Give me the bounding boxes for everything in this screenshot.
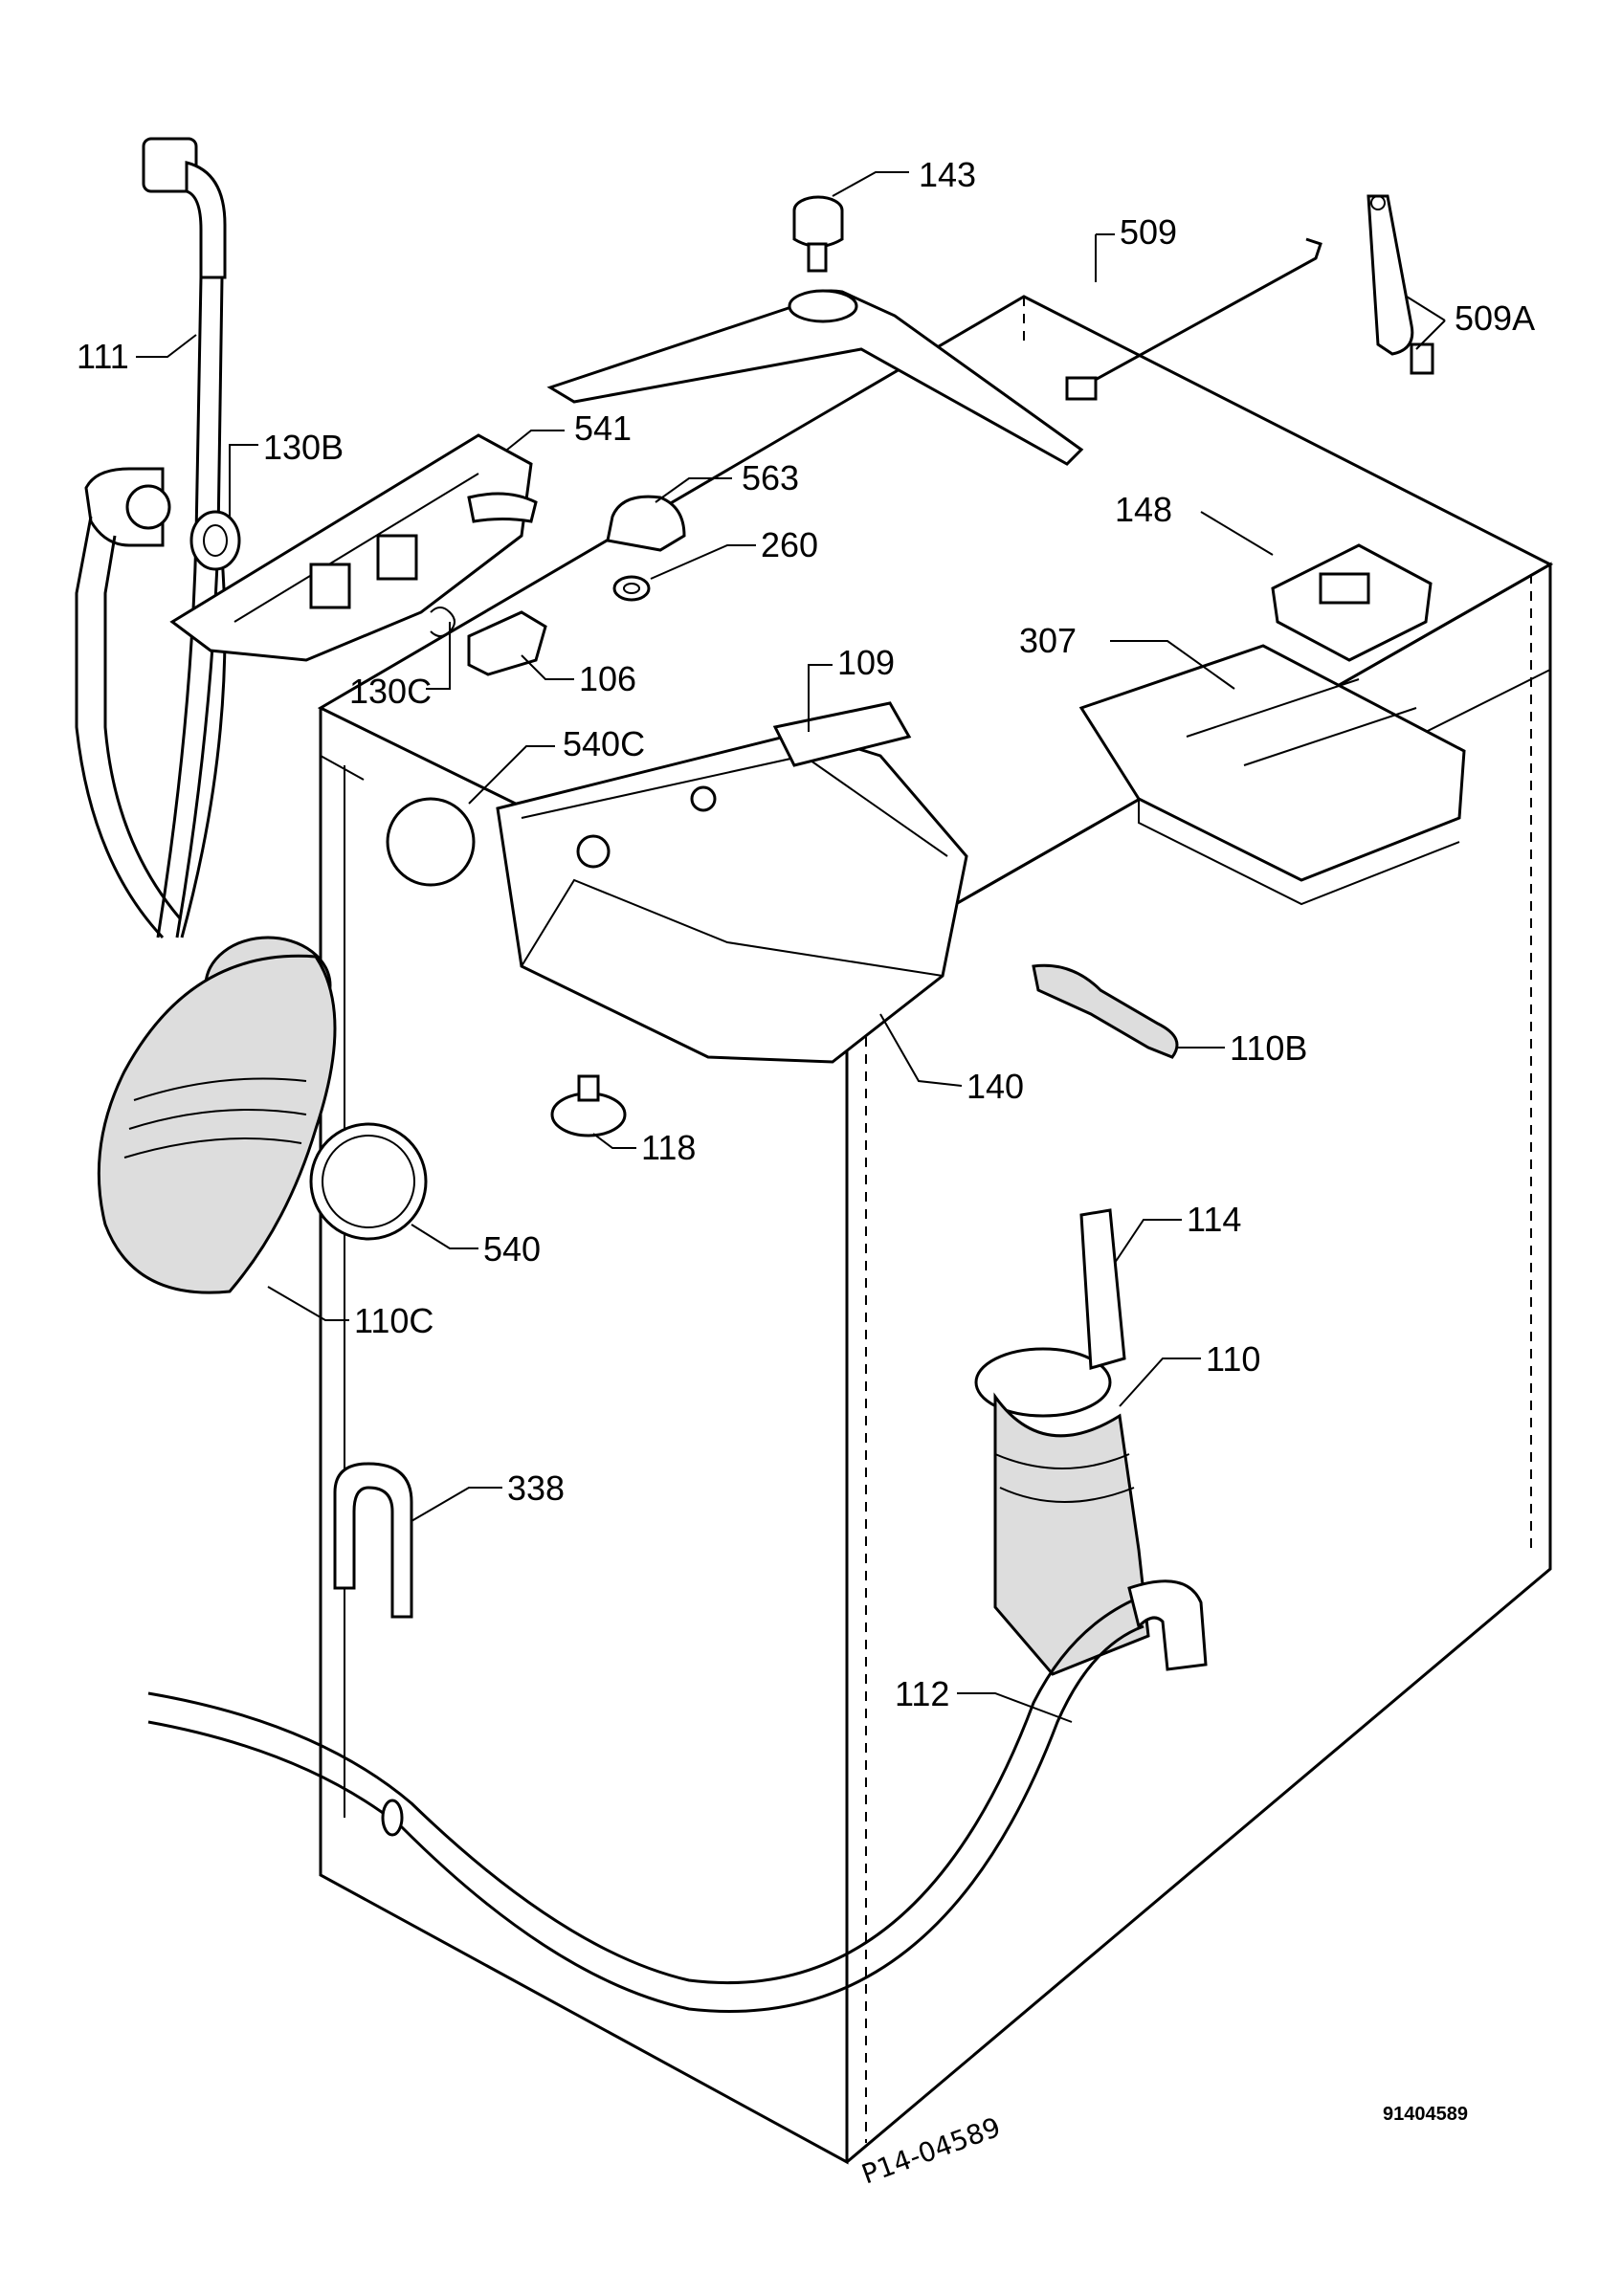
label-109: 109	[837, 643, 895, 682]
label-110: 110	[1206, 1339, 1260, 1379]
leader-lines	[136, 171, 1446, 1723]
hose-elbow-top	[185, 161, 227, 279]
label-148: 148	[1115, 490, 1172, 529]
label-143: 143	[919, 155, 976, 194]
nozzle-143	[792, 195, 844, 273]
dispenser-housing	[496, 701, 968, 1064]
label-509: 509	[1120, 212, 1177, 252]
lever-509a	[1366, 194, 1434, 375]
label-509a: 509A	[1455, 298, 1535, 338]
spring-130c	[430, 607, 455, 637]
label-307: 307	[1019, 621, 1077, 660]
part-106	[467, 610, 547, 676]
ring-130b	[189, 510, 241, 571]
drawer-307	[1078, 644, 1466, 906]
clamp-540	[309, 1122, 428, 1241]
handle-148	[1271, 543, 1433, 662]
label-338: 338	[507, 1468, 565, 1508]
label-110b: 110B	[1230, 1028, 1307, 1068]
label-118: 118	[641, 1128, 696, 1167]
label-112: 112	[895, 1674, 949, 1713]
label-110c: 110C	[354, 1301, 433, 1340]
part-labels: 143 509 509A 111 130B 541 563 260 148 30…	[77, 155, 1535, 1713]
label-130c: 130C	[349, 672, 432, 711]
label-540: 540	[483, 1229, 541, 1269]
clip-540c	[386, 797, 476, 887]
label-130b: 130B	[263, 428, 344, 467]
housing-541	[169, 433, 538, 662]
pipe-114	[1079, 1208, 1126, 1370]
label-540c: 540C	[563, 724, 645, 763]
bellows-110c	[97, 936, 337, 1294]
hose-110b	[1032, 963, 1179, 1059]
label-111: 111	[77, 337, 129, 376]
label-106: 106	[579, 659, 636, 698]
label-260: 260	[761, 525, 818, 564]
label-140: 140	[967, 1067, 1024, 1106]
bellows-110	[974, 1347, 1150, 1676]
rod-509	[1065, 237, 1322, 401]
drain-hose-112	[147, 1579, 1208, 2013]
cap-563	[606, 495, 686, 552]
spray-arm	[546, 289, 1084, 466]
handwritten-code: P14-04589	[857, 2111, 1005, 2191]
spring-260	[612, 575, 651, 602]
inlet-hose-assembly	[75, 137, 227, 939]
bracket-338	[333, 1462, 413, 1619]
label-114: 114	[1187, 1200, 1241, 1239]
label-563: 563	[742, 458, 799, 497]
impeller-118	[550, 1074, 627, 1137]
label-541: 541	[574, 408, 632, 448]
drawing-number: 91404589	[1383, 2104, 1468, 2125]
